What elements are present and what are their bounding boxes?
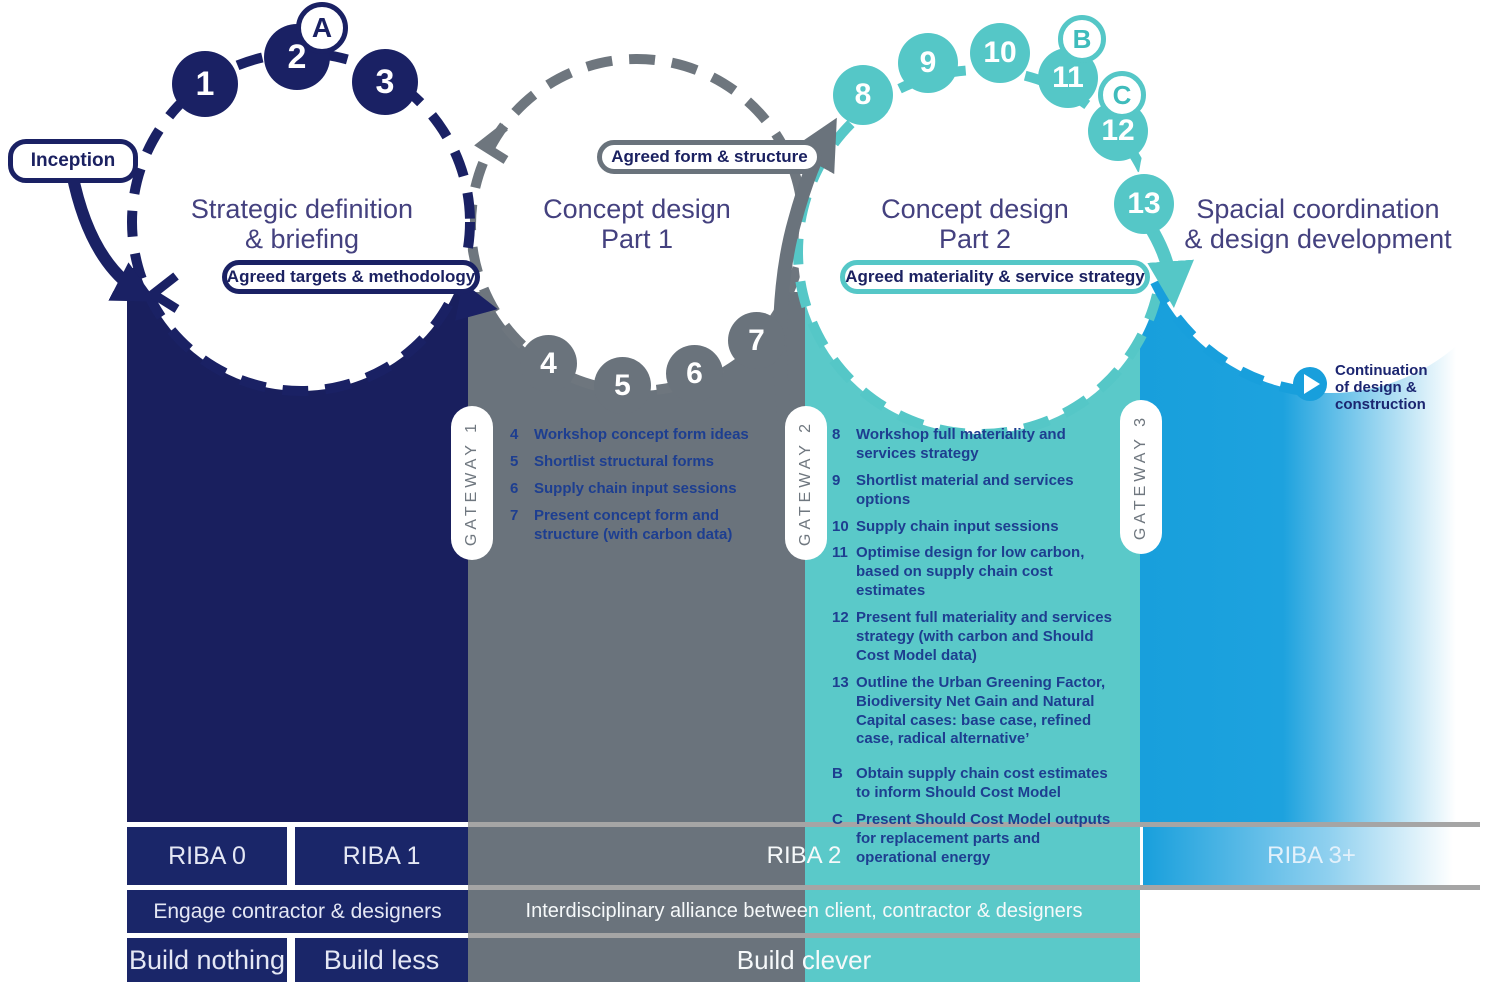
stage-column-navy: [127, 268, 468, 822]
step-bump-10: 10: [970, 23, 1030, 83]
stage-3-title: Concept design Part 2: [881, 194, 1069, 255]
riba-0-box: RIBA 0: [127, 827, 287, 885]
milestone-bump-b: B: [1058, 15, 1106, 63]
gateway-3-pill: GATEWAY 3: [1120, 400, 1162, 554]
milestone-bump-c: C: [1098, 71, 1146, 119]
footer-separator-top: [468, 822, 1480, 827]
list-item: 10 Supply chain input sessions: [832, 517, 1059, 535]
build-clever-band: Build clever: [736, 944, 872, 975]
gateway-1-pill: GATEWAY 1: [451, 406, 493, 560]
gateway-2-task-list: 8 Workshop full materiality and services…: [832, 426, 1124, 876]
list-item: 12 Present full materiality and services…: [832, 609, 1112, 664]
step-bump-6: 6: [666, 345, 723, 402]
step-bump-4: 4: [520, 335, 577, 392]
gateway-1-task-list: 4 Workshop concept form ideas 5 Shortlis…: [510, 426, 758, 552]
stage-1-milestone-pill: Agreed targets & methodology: [222, 260, 480, 294]
riba-2-band: RIBA 2: [766, 842, 842, 869]
list-item: 13 Outline the Urban Greening Factor, Bi…: [832, 673, 1106, 748]
build-less-box: Build less: [295, 938, 468, 982]
gateway-2-pill: GATEWAY 2: [785, 406, 827, 560]
step-bump-1: 1: [172, 51, 238, 117]
list-item: 5 Shortlist structural forms: [510, 452, 715, 470]
step-bump-3: 3: [352, 49, 418, 115]
build-nothing-box: Build nothing: [127, 938, 287, 982]
step-bump-7: 7: [728, 312, 785, 369]
engage-contractor-box: Engage contractor & designers: [127, 890, 468, 933]
inception-pill: Inception: [8, 139, 138, 183]
riba-3-band: RIBA 3+: [1143, 827, 1480, 885]
stage-3-milestone-pill: Agreed materiality & service strategy: [840, 260, 1150, 294]
list-item: 9 Shortlist material and services option…: [832, 471, 1074, 508]
alliance-band: Interdisciplinary alliance between clien…: [525, 900, 1083, 922]
step-bump-8: 8: [833, 65, 893, 125]
riba-1-box: RIBA 1: [295, 827, 468, 885]
milestone-bump-a: A: [296, 2, 348, 54]
step-bump-5: 5: [594, 357, 651, 414]
footer-separator-mid: [468, 885, 1480, 890]
stage-2-title: Concept design Part 1: [543, 194, 731, 255]
list-item: 4 Workshop concept form ideas: [510, 426, 749, 443]
stage-2-loop-chevron: [474, 123, 509, 164]
inception-label: Inception: [30, 150, 116, 171]
stage-1-title: Strategic definition & briefing: [190, 194, 414, 255]
step-bump-9: 9: [898, 33, 958, 93]
list-item: 8 Workshop full materiality and services…: [832, 426, 1066, 462]
stage-2-milestone-pill: Agreed form & structure: [597, 140, 822, 174]
list-item: 6 Supply chain input sessions: [510, 479, 737, 497]
stage-4-title: Spacial coordination & design developmen…: [1184, 194, 1452, 255]
continuation-label: Continuation of design & construction: [1335, 362, 1428, 413]
list-item: C Present Should Cost Model outputs for …: [832, 811, 1111, 866]
footer-separator-bottom: [468, 933, 1140, 938]
list-item: B Obtain supply chain cost estimates to …: [832, 765, 1108, 802]
list-item: 7 Present concept form and structure (wi…: [510, 506, 733, 543]
list-item: 11 Optimise design for low carbon, based…: [832, 544, 1085, 600]
